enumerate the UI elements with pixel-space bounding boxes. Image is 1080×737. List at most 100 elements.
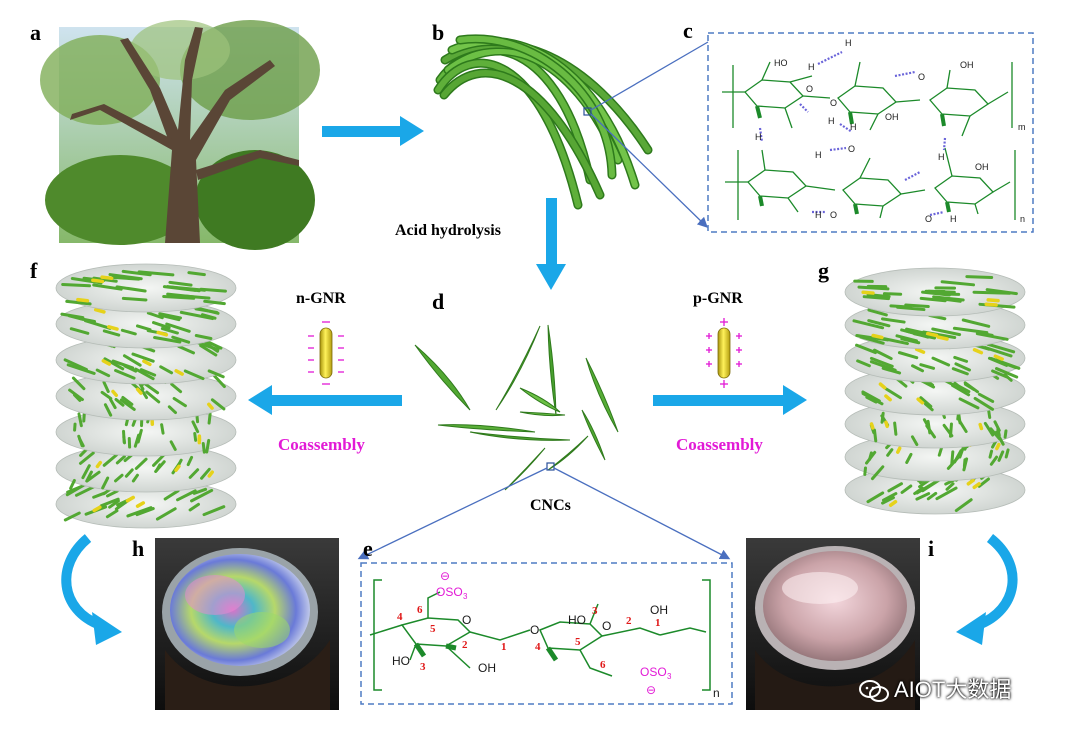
zoom-line-e-left xyxy=(360,468,547,558)
svg-text:1: 1 xyxy=(501,641,507,653)
gnr-rod xyxy=(980,425,981,429)
arrow-acid-hydrolysis xyxy=(536,198,566,290)
svg-text:6: 6 xyxy=(600,659,606,671)
svg-text:O: O xyxy=(918,72,925,82)
cnc-crystals xyxy=(415,325,618,490)
cnc-needle xyxy=(207,440,209,452)
svg-text:H: H xyxy=(845,38,852,48)
cnc-needle xyxy=(998,429,999,435)
cnc-needle xyxy=(209,414,210,423)
svg-text:OH: OH xyxy=(960,60,974,70)
svg-text:5: 5 xyxy=(430,623,436,635)
svg-text:H: H xyxy=(815,150,822,160)
svg-text:m: m xyxy=(1018,122,1026,132)
svg-text:6: 6 xyxy=(417,604,423,616)
arrow-coassembly-right xyxy=(653,385,807,415)
curved-arrow-g-to-i xyxy=(956,538,1013,645)
zoom-line-c-top xyxy=(591,42,708,110)
cnc-needle xyxy=(113,277,139,279)
svg-text:3: 3 xyxy=(592,605,598,617)
gnr-rod xyxy=(997,445,999,449)
svg-text:O: O xyxy=(925,214,932,224)
panel-letter-d: d xyxy=(432,289,444,315)
svg-text:HO: HO xyxy=(392,654,410,668)
svg-text:1: 1 xyxy=(655,617,661,629)
svg-text:O: O xyxy=(830,210,837,220)
cnc-needle xyxy=(895,423,896,434)
cnc-needle xyxy=(201,289,225,291)
label-n-gnr: n-GNR xyxy=(296,290,346,308)
cellulose-fibre-bundle xyxy=(438,39,648,205)
arrow-coassembly-left xyxy=(248,385,402,415)
panel-letter-h: h xyxy=(132,536,144,562)
film-photo-h xyxy=(155,538,339,710)
gnr-rod xyxy=(928,334,937,336)
svg-text:H: H xyxy=(828,116,835,126)
n-gnr-rod xyxy=(308,322,344,384)
svg-text:3: 3 xyxy=(420,661,426,673)
tree-photo xyxy=(40,20,320,250)
gnr-rod xyxy=(209,404,212,408)
svg-text:O: O xyxy=(830,98,837,108)
panel-letter-e: e xyxy=(363,536,373,562)
gnr-rod xyxy=(78,300,88,301)
cnc-needle xyxy=(990,451,991,457)
cnc-needle xyxy=(1006,450,1008,457)
svg-text:n: n xyxy=(1020,214,1025,224)
helical-stack-g xyxy=(845,268,1025,514)
gnr-rod xyxy=(863,292,873,293)
svg-text:3: 3 xyxy=(463,592,468,601)
label-coassembly-left: Coassembly xyxy=(278,435,365,455)
panel-letter-b: b xyxy=(432,20,444,46)
svg-text:n: n xyxy=(713,686,720,700)
watermark: AIOT大数据 xyxy=(858,672,1011,704)
gnr-rod xyxy=(873,336,882,338)
svg-text:O: O xyxy=(462,613,471,627)
curved-arrow-f-to-h xyxy=(66,538,122,645)
gnr-rod xyxy=(96,310,104,312)
helical-stack-f xyxy=(56,264,236,528)
svg-text:O: O xyxy=(806,84,813,94)
cellulose-chain-bottom xyxy=(725,148,1015,220)
svg-text:O: O xyxy=(530,623,539,637)
cnc-needle xyxy=(864,297,888,299)
svg-text:H: H xyxy=(808,62,815,72)
label-p-gnr: p-GNR xyxy=(693,290,743,308)
cnc-needle xyxy=(859,287,888,289)
gnr-rod xyxy=(886,422,887,426)
svg-text:OH: OH xyxy=(885,112,899,122)
stack-layer xyxy=(56,264,236,312)
panel-letter-c: c xyxy=(683,18,693,44)
chem-labels-e: ⊖ OSO 3 O O O HO OH HO OH OSO 3 ⊖ n xyxy=(392,569,720,700)
chem-labels-c: HO H H O O O OH OH H H m H H O H OH H O … xyxy=(755,38,1026,224)
svg-text:H: H xyxy=(755,132,762,142)
p-gnr-rod xyxy=(706,318,742,388)
cnc-needle xyxy=(124,437,125,443)
cellulose-chain-top xyxy=(722,62,1012,136)
svg-text:HO: HO xyxy=(774,58,788,68)
panel-letter-g: g xyxy=(818,258,829,284)
gnr-rod xyxy=(113,391,116,395)
svg-text:O: O xyxy=(602,619,611,633)
svg-text:OSO: OSO xyxy=(640,665,667,679)
panel-letter-i: i xyxy=(928,536,934,562)
gnr-rod xyxy=(97,463,100,467)
cnc-needle xyxy=(951,424,952,436)
gnr-rod xyxy=(872,424,873,428)
cnc-needle xyxy=(865,468,866,474)
gnr-rod xyxy=(93,280,103,281)
gnr-rod xyxy=(898,448,900,452)
gnr-rod xyxy=(986,304,996,305)
cnc-needle xyxy=(1005,431,1006,437)
gnr-rod xyxy=(102,277,112,278)
zoom-line-e-right xyxy=(554,468,728,558)
svg-text:H: H xyxy=(950,214,957,224)
gnr-rod xyxy=(988,300,998,301)
svg-text:5: 5 xyxy=(575,636,581,648)
cnc-needle xyxy=(162,425,163,433)
gnr-rod xyxy=(158,332,166,334)
panel-letter-f: f xyxy=(30,258,37,284)
label-acid-hydrolysis: Acid hydrolysis xyxy=(395,222,501,240)
svg-text:H: H xyxy=(815,210,822,220)
